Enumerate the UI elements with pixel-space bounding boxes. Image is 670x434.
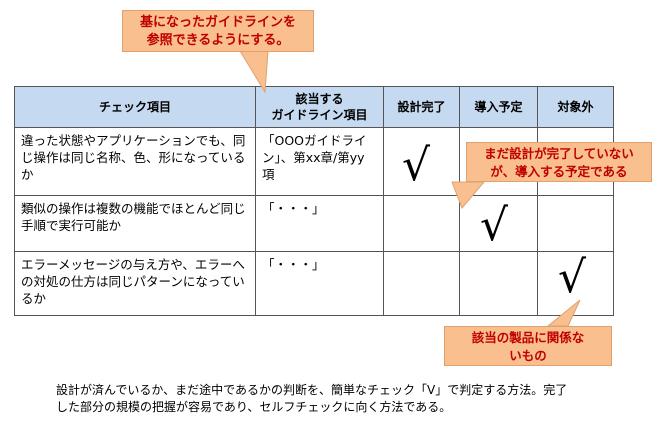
header-design-done: 設計完了 <box>383 86 460 128</box>
header-guideline-line1: 該当する <box>295 92 344 106</box>
row1-check-item: 違った状態やアプリケーションでも、同じ操作は同じ名称、色、形になっているか <box>14 127 256 196</box>
callout-guideline-reference-line1: 基になったガイドラインを <box>139 15 296 30</box>
summary-line1: 設計が済んでいるか、まだ途中であるかの判断を、簡単なチェック「V」で判定する方法… <box>56 383 568 397</box>
row2-planned-cell: √ <box>459 195 538 252</box>
table-header-row: チェック項目 該当する ガイドライン項目 設計完了 導入予定 対象外 <box>14 86 614 128</box>
row2-check-mark: √ <box>480 200 509 251</box>
row1-guideline-text: 「OOOガイドライン」、第xx章/第yy項 <box>262 133 367 182</box>
row3-check-item: エラーメッセージの与え方や、エラーへの対処の仕方は同じパターンになっているか <box>14 251 256 316</box>
row2-guideline: 「・・・」 <box>255 195 384 252</box>
row3-check-mark: √ <box>558 252 587 303</box>
row3-check-item-text: エラーメッセージの与え方や、エラーへの対処の仕方は同じパターンになっているか <box>21 257 245 306</box>
summary-line2: した部分の規模の把握が容易であり、セルフチェックに向く方法である。 <box>56 400 452 414</box>
row3-guideline-text: 「・・・」 <box>262 257 325 272</box>
header-planned: 導入予定 <box>459 86 538 128</box>
callout-guideline-reference: 基になったガイドラインを 参照できるようにする。 <box>122 10 314 52</box>
row1-design-done-cell: √ <box>383 127 460 196</box>
callout-planned: まだ設計が完了していない が、導入する予定である <box>466 142 652 182</box>
row1-check-item-text: 違った状態やアプリケーションでも、同じ操作は同じ名称、色、形になっているか <box>21 133 246 182</box>
row2-check-item-text: 類似の操作は複数の機能でほとんど同じ手順で実行可能か <box>21 201 246 233</box>
row3-design-done-cell <box>383 251 460 316</box>
header-not-applicable: 対象外 <box>537 86 614 128</box>
header-check-item: チェック項目 <box>14 86 256 128</box>
callout-guideline-reference-line2: 参照できるようにする。 <box>146 33 290 48</box>
callout-not-applicable-line1: 該当の製品に関係な <box>471 330 585 345</box>
callout-not-applicable-line2: いもの <box>509 348 547 363</box>
summary-text: 設計が済んでいるか、まだ途中であるかの判断を、簡単なチェック「V」で判定する方法… <box>56 382 616 416</box>
table-row: 類似の操作は複数の機能でほとんど同じ手順で実行可能か 「・・・」 √ <box>14 195 614 252</box>
row1-guideline: 「OOOガイドライン」、第xx章/第yy項 <box>255 127 384 196</box>
row3-not-applicable-cell: √ <box>537 251 614 316</box>
callout-planned-line2: が、導入する予定である <box>490 164 628 179</box>
header-guideline-line2: ガイドライン項目 <box>271 108 368 122</box>
row3-planned-cell <box>459 251 538 316</box>
row2-guideline-text: 「・・・」 <box>262 201 325 216</box>
callout-not-applicable: 該当の製品に関係な いもの <box>444 326 612 366</box>
table-row: エラーメッセージの与え方や、エラーへの対処の仕方は同じパターンになっているか 「… <box>14 251 614 316</box>
callout-planned-line1: まだ設計が完了していない <box>484 146 634 161</box>
row2-not-applicable-cell <box>537 195 614 252</box>
row2-check-item: 類似の操作は複数の機能でほとんど同じ手順で実行可能か <box>14 195 256 252</box>
row3-guideline: 「・・・」 <box>255 251 384 316</box>
row1-check-mark: √ <box>402 140 431 191</box>
